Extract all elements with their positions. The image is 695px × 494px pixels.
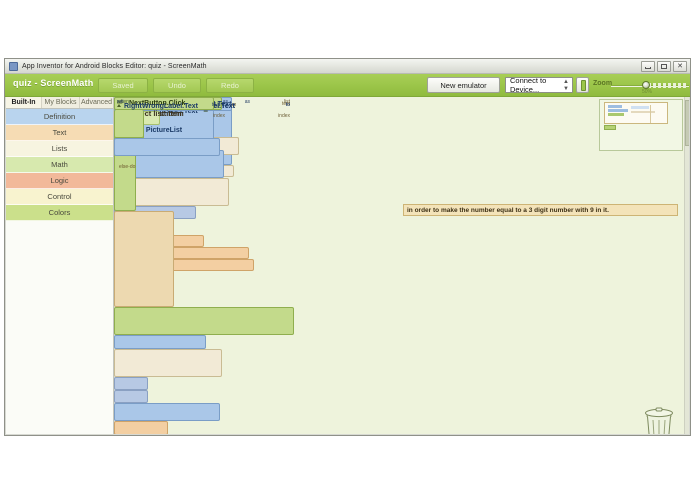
app-icon — [9, 61, 18, 71]
connect-to-device-label: Connect to Device... — [510, 76, 547, 94]
project-title: quiz - ScreenMath — [13, 78, 94, 88]
tab-my-blocks[interactable]: My Blocks — [42, 97, 80, 108]
next-target-name: RightWrongLabel.Text — [123, 103, 199, 110]
next-set-rightwronglabel[interactable]: set RightWrongLabel.Text to — [114, 99, 220, 156]
to-label: to — [285, 102, 290, 108]
nextbutton-click-do-slot: do — [114, 100, 144, 138]
index-arg-label: index — [213, 113, 225, 119]
redo-button[interactable]: Redo — [206, 78, 254, 93]
palette-tabs: Built-In My Blocks Advanced — [6, 97, 113, 109]
palette-item-definition[interactable]: Definition — [6, 109, 113, 125]
saved-button[interactable]: Saved — [98, 78, 148, 93]
palette-item-colors[interactable]: Colors — [6, 205, 113, 221]
canvas-comment[interactable]: in order to make the number equal to a 3… — [403, 204, 678, 216]
phone-icon — [581, 80, 586, 91]
undo-button[interactable]: Undo — [153, 78, 201, 93]
zoom-label: Zoom — [593, 80, 613, 87]
list-arg-label: list — [283, 99, 290, 105]
select-list-item-name: select list item — [130, 109, 182, 118]
blocks-palette: Built-In My Blocks Advanced Definition T… — [6, 97, 114, 434]
answer-global-getter-list[interactable]: glo... — [114, 99, 148, 390]
minimap[interactable] — [599, 99, 683, 151]
tab-advanced[interactable]: Advanced — [80, 99, 113, 106]
palette-item-control[interactable]: Control — [6, 189, 113, 205]
index-arg-label: index — [278, 113, 290, 119]
select-list-item-call-answer[interactable]: call select list item list index — [114, 99, 290, 377]
chevron-updown-icon: ▲▼ — [563, 79, 569, 92]
phone-status-button[interactable] — [576, 77, 589, 93]
do-label: do — [117, 100, 123, 106]
window-controls: ✕ — [641, 61, 687, 72]
elsedo-slot-label: else-do — [119, 164, 136, 170]
new-emulator-button[interactable]: New emulator — [427, 77, 500, 93]
to-label: to — [211, 102, 216, 108]
title-bar: App Inventor for Android Blocks Editor: … — [5, 59, 690, 74]
minimap-viewport — [604, 102, 668, 124]
to-label: to — [285, 102, 290, 108]
toolbar: quiz - ScreenMath Saved Undo Redo New em… — [5, 74, 690, 97]
blocks-editor-window: App Inventor for Android Blocks Editor: … — [4, 58, 691, 436]
when-label: when — [117, 99, 129, 105]
equals-operator: = — [203, 106, 208, 115]
questionlabel-text-target: QuestionLabel.Text — [133, 108, 198, 115]
as-label: as — [222, 98, 228, 105]
answertext-text-operand[interactable]: AnswerText.Text — [114, 101, 231, 349]
close-button[interactable]: ✕ — [673, 61, 687, 72]
minimize-button[interactable] — [641, 61, 655, 72]
palette-item-math[interactable]: Math — [6, 157, 113, 173]
zoom-percent: 50% — [642, 89, 653, 95]
tab-built-in[interactable]: Built-In — [6, 97, 42, 108]
connect-to-device-select[interactable]: Connect to Device... ▲▼ — [505, 76, 573, 94]
equals-comparison-block[interactable]: = — [114, 106, 294, 335]
collapse-triangle-icon[interactable] — [117, 104, 121, 107]
answer-global-getter-index[interactable]: glo... — [114, 99, 148, 403]
as-label: as — [244, 99, 250, 105]
zoom-slider-knob[interactable] — [642, 81, 650, 89]
nextbutton-click-event-name: NextButton.Click — [129, 99, 186, 107]
palette-item-logic[interactable]: Logic — [6, 173, 113, 189]
picturelist-name: PictureList — [145, 127, 183, 134]
trash-can-icon[interactable] — [641, 407, 677, 434]
scrollbar-thumb[interactable] — [685, 100, 689, 146]
zoom-slider-ticks — [648, 83, 686, 88]
window-title: App Inventor for Android Blocks Editor: … — [22, 62, 207, 70]
test-slot-label: test — [281, 101, 290, 107]
set-label: set — [117, 99, 124, 105]
canvas-vertical-scrollbar[interactable] — [684, 97, 689, 434]
blocks-canvas[interactable]: def QuestionList as call make a list ite… — [114, 97, 689, 434]
then-set-rightwronglabel[interactable]: set RightWrongLabel.Text to — [114, 99, 290, 421]
palette-item-lists[interactable]: Lists — [6, 141, 113, 157]
palette-item-text[interactable]: Text — [6, 125, 113, 141]
maximize-button[interactable] — [657, 61, 671, 72]
then-correct-text[interactable]: text correct — [114, 99, 168, 434]
nextbutton-click-header[interactable]: when NextButton.Click — [114, 97, 214, 110]
block-nextbutton-click[interactable]: when NextButton.Click do set RightWrongL… — [114, 97, 220, 156]
